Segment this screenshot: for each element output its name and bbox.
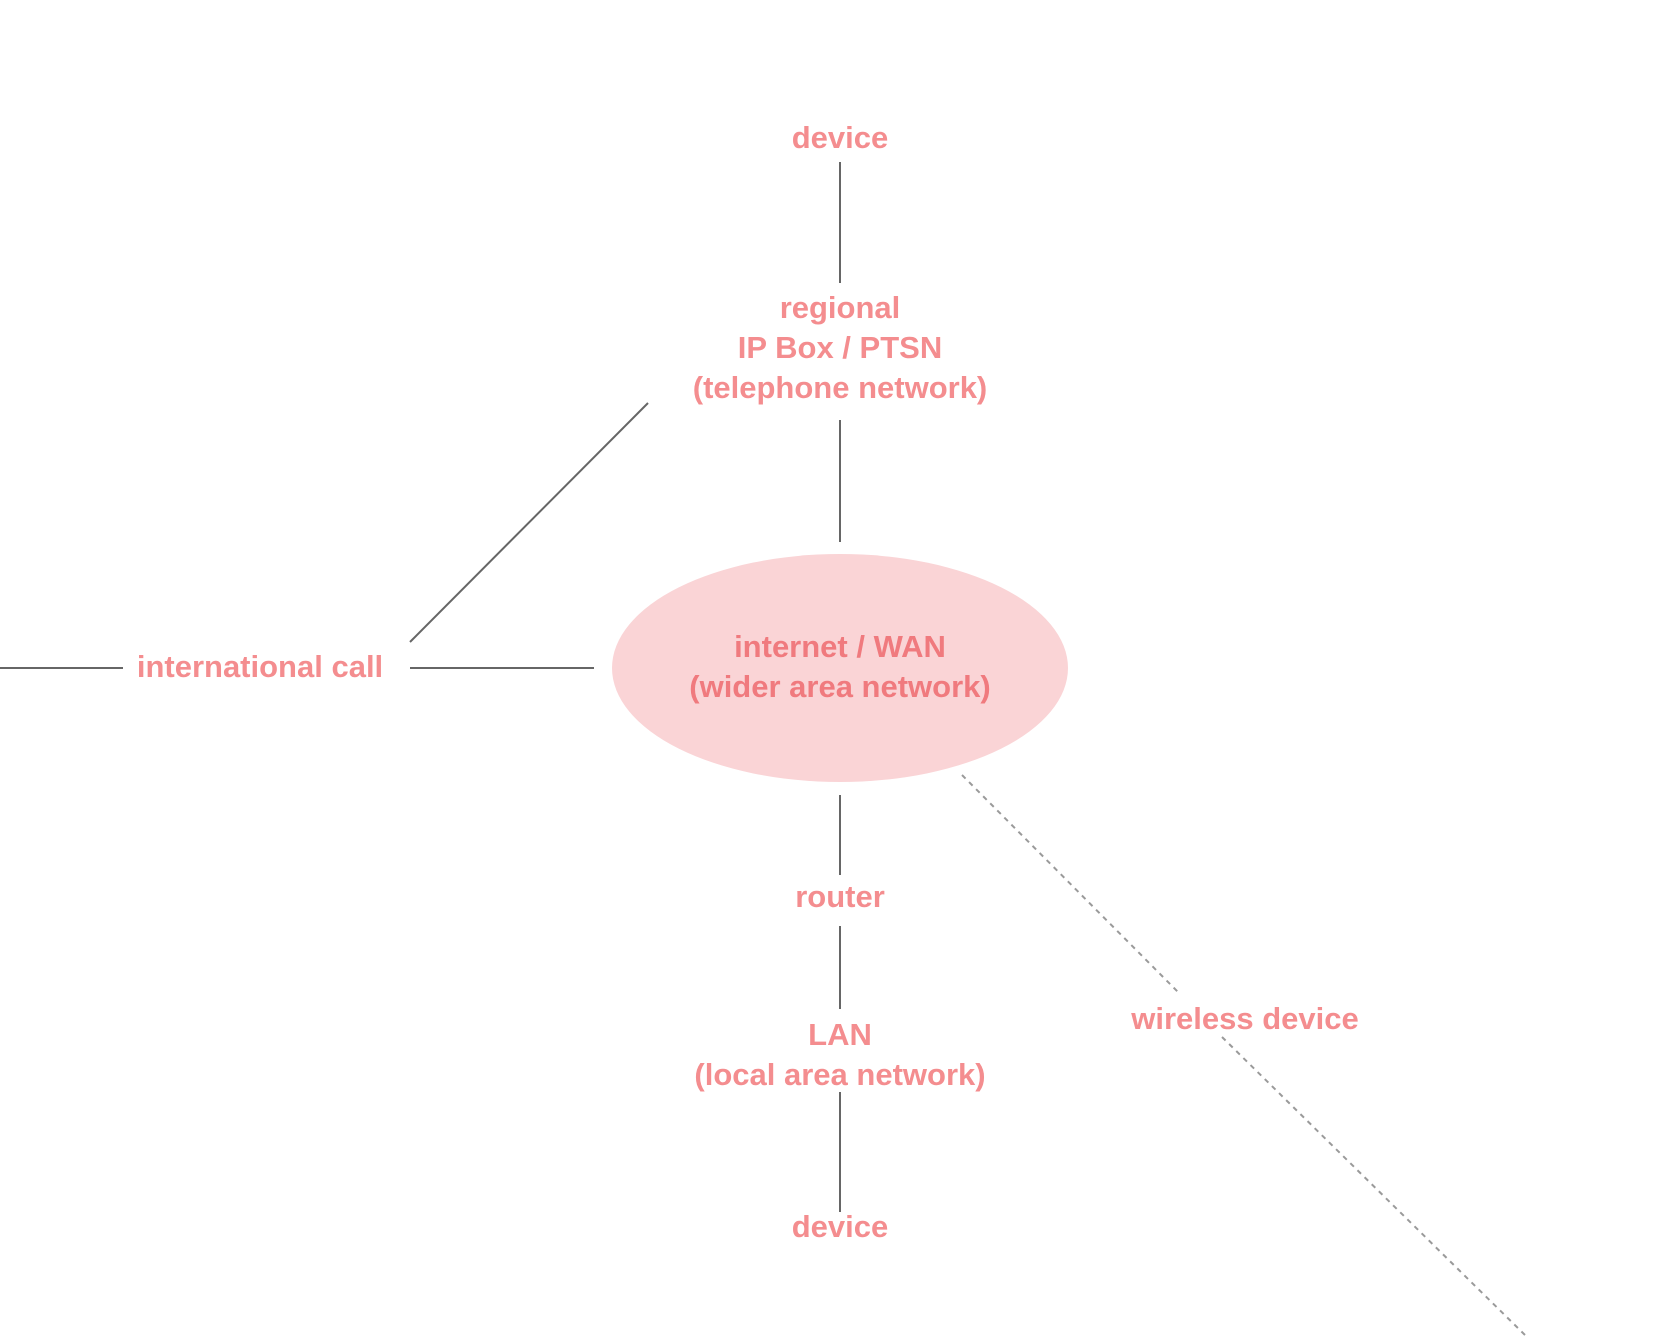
top-device-label: device — [792, 118, 889, 158]
edge-international-regional — [409, 402, 649, 643]
hub-node-label: internet / WAN (wider area network) — [689, 627, 990, 707]
regional-line-2: IP Box / PTSN — [737, 330, 943, 365]
international-call-text: international call — [136, 649, 384, 684]
regional-line-1: regional — [779, 290, 901, 325]
bottom-device-text: device — [791, 1209, 889, 1244]
lan-line-1: LAN — [808, 1017, 872, 1052]
regional-line-3: (telephone network) — [692, 370, 988, 405]
hub-line-1: internet / WAN — [734, 629, 946, 664]
lan-line-2: (local area network) — [694, 1057, 986, 1092]
edge-hub-wireless-upper — [961, 774, 1181, 995]
router-label: router — [795, 877, 885, 917]
edge-hub-wireless-lower — [1221, 1036, 1526, 1336]
bottom-device-label: device — [792, 1207, 889, 1247]
wireless-device-text: wireless device — [1131, 1001, 1359, 1036]
router-text: router — [795, 879, 885, 914]
hub-line-2: (wider area network) — [689, 669, 991, 704]
lan-node-label: LAN (local area network) — [694, 1015, 985, 1095]
top-device-text: device — [791, 120, 889, 155]
wireless-device-label: wireless device — [1131, 999, 1359, 1039]
hub-ellipse — [612, 554, 1068, 782]
regional-node-label: regional IP Box / PTSN (telephone networ… — [693, 288, 988, 408]
international-call-label: international call — [137, 647, 383, 687]
